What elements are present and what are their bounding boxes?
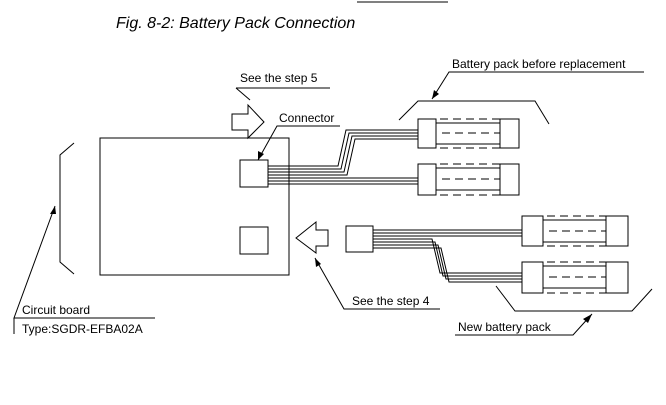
step4-arrow-shape bbox=[295, 220, 329, 254]
step5-arrow-shape bbox=[231, 103, 265, 140]
circuit-board-bracket bbox=[59, 142, 75, 275]
battery-before-label: Battery pack before replacement bbox=[452, 57, 626, 71]
step4-arrow bbox=[315, 258, 321, 267]
new-pack-arrow bbox=[583, 314, 592, 323]
old-pack-bracket bbox=[398, 100, 550, 125]
new-pack-connector bbox=[345, 225, 374, 253]
step5-leader bbox=[235, 87, 251, 101]
see-step-4-label: See the step 4 bbox=[352, 294, 430, 308]
connector-arrow bbox=[258, 151, 264, 160]
circuit-board-label: Circuit board bbox=[22, 303, 90, 317]
old-pack-wires bbox=[268, 129, 420, 185]
see-step-5-label: See the step 5 bbox=[240, 71, 318, 85]
board-type-label: Type:SGDR-EFBA02A bbox=[22, 322, 143, 336]
board-connector-upper bbox=[239, 159, 269, 188]
old-battery-pack bbox=[417, 118, 520, 196]
new-battery-label: New battery pack bbox=[458, 320, 552, 334]
step4-leader bbox=[314, 257, 440, 310]
old-pack-arrow bbox=[432, 90, 439, 99]
connector-label: Connector bbox=[279, 111, 334, 125]
circuit-board-arrow bbox=[50, 206, 56, 214]
old-pack-leader bbox=[431, 71, 644, 100]
new-battery-pack bbox=[521, 215, 629, 294]
new-pack-wires bbox=[373, 229, 523, 283]
board-connector-lower bbox=[239, 226, 269, 255]
connector-leader bbox=[257, 125, 340, 161]
figure-caption: Fig. 8-2: Battery Pack Connection bbox=[116, 15, 355, 32]
new-pack-bracket bbox=[495, 285, 653, 312]
